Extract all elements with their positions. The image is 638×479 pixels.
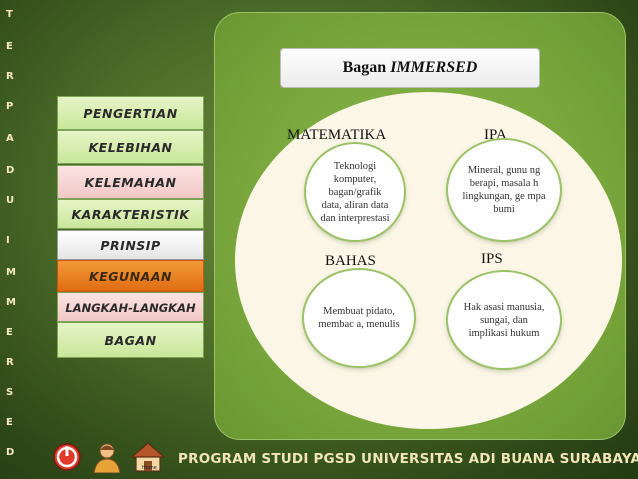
menu-item-langkah-langkah[interactable]: LANGKAH-LANGKAH <box>57 292 204 322</box>
footer-text: PROGRAM STUDI PGSD UNIVERSITAS ADI BUANA… <box>178 451 638 467</box>
home-icon[interactable]: Home <box>130 441 166 473</box>
menu-item-karakteristik[interactable]: KARAKTERISTIK <box>57 199 204 229</box>
side-letter: R <box>6 71 14 82</box>
menu-item-bagan[interactable]: BAGAN <box>57 322 204 358</box>
side-letter: M <box>6 297 16 308</box>
side-letter: I <box>6 235 10 246</box>
menu-item-kelebihan[interactable]: KELEBIHAN <box>57 130 204 164</box>
side-letter: T <box>6 9 13 20</box>
section-header-ips: IPS <box>481 251 503 267</box>
power-button-icon[interactable] <box>52 441 82 473</box>
side-letter: S <box>6 387 14 398</box>
side-letter: R <box>6 357 14 368</box>
bubble-matematika: Teknologi komputer, bagan/grafik data, a… <box>306 144 404 240</box>
side-letter: P <box>6 101 14 112</box>
diagram-title-emphasis: IMMERSED <box>390 59 478 76</box>
side-letter: D <box>6 165 15 176</box>
bubble-ips: Hak asasi manusia, sungai, dan implikasi… <box>448 272 560 368</box>
menu-item-kelemahan[interactable]: KELEMAHAN <box>57 165 204 199</box>
side-letter: U <box>6 195 15 206</box>
home-icon-label: Home <box>142 465 157 471</box>
side-letter: M <box>6 267 16 278</box>
section-header-matematika: MATEMATIKA <box>287 127 387 143</box>
diagram-title-prefix: Bagan <box>342 59 391 76</box>
side-letter: E <box>6 327 13 338</box>
side-letter: E <box>6 41 13 52</box>
menu-item-prinsip[interactable]: PRINSIP <box>57 230 204 260</box>
side-letter: E <box>6 417 13 428</box>
user-icon[interactable] <box>90 441 124 474</box>
side-letter: A <box>6 133 14 144</box>
bubble-bahasa: Membuat pidato, membac a, menulis <box>304 270 414 366</box>
bubble-ipa: Mineral, gunu ng berapi, masala h lingku… <box>448 140 560 240</box>
diagram-title: Bagan IMMERSED <box>280 48 540 88</box>
section-header-ipa: IPA <box>484 127 507 143</box>
diagram-background-circle <box>235 92 622 429</box>
menu-item-pengertian[interactable]: PENGERTIAN <box>57 96 204 130</box>
side-letter: D <box>6 447 15 458</box>
menu-item-kegunaan[interactable]: KEGUNAAN <box>57 260 204 292</box>
